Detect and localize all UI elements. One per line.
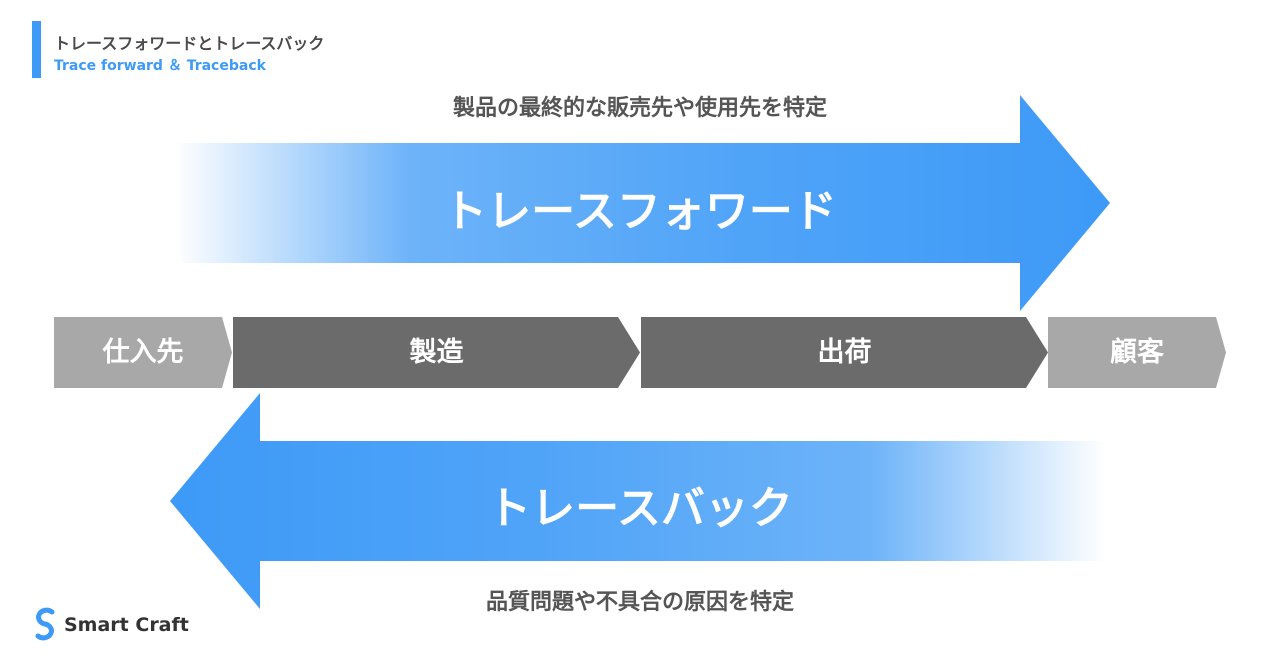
trace-forward-caption: 製品の最終的な販売先や使用先を特定 [452,96,827,121]
flow-step-manufacturing: 製造 [233,317,640,388]
flow-step-supplier: 仕入先 [54,317,232,388]
traceback-label: トレースバック [487,483,793,534]
page-subtitle: Trace forward ＆ Traceback [54,58,266,74]
traceback-arrow [170,393,1105,609]
page-title: トレースフォワードとトレースバック [54,34,325,53]
header-accent-bar [32,21,41,78]
flow-step-shipping: 出荷 [641,317,1048,388]
brand-logo: Smart Craft [32,604,202,644]
flow-step-label: 製造 [409,337,464,368]
flow-step-label: 出荷 [817,337,872,368]
flow-step-label: 顧客 [1110,337,1164,368]
brand-name: Smart Craft [64,614,189,636]
smart-craft-logo-icon [35,607,55,641]
traceback-caption: 品質問題や不具合の原因を特定 [485,590,794,615]
trace-forward-label: トレースフォワード [443,186,837,237]
flow-step-label: 仕入先 [102,337,184,368]
trace-forward-arrow [175,95,1110,311]
flow-step-customer: 顧客 [1048,317,1226,388]
